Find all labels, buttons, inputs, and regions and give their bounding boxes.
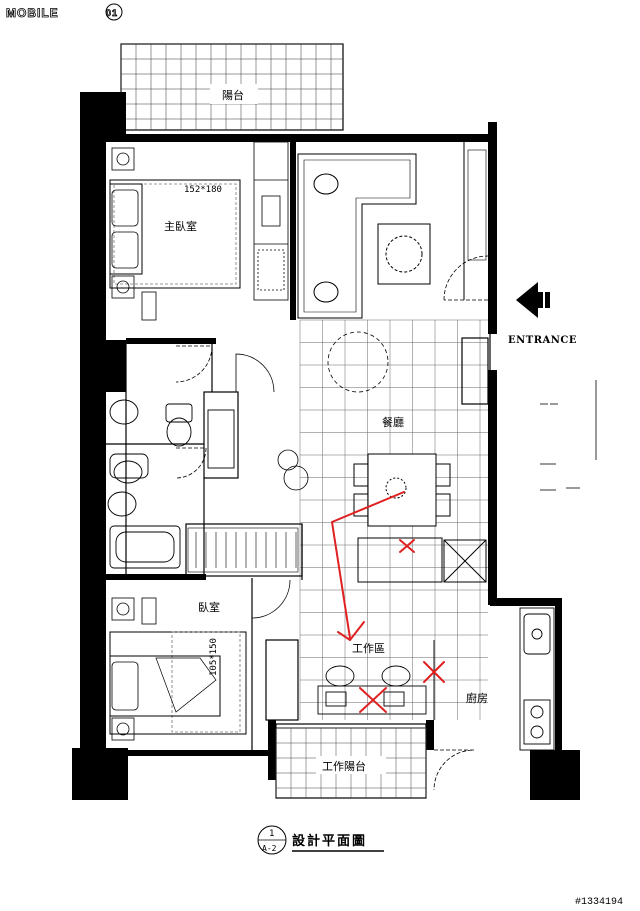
pillow-icon [111, 231, 139, 269]
toilet-icon [113, 460, 143, 484]
title-sheet: A-2 [262, 844, 277, 853]
chair-icon [381, 665, 411, 687]
bedroom: 臥室 105*150 [109, 597, 247, 741]
coffee-table [377, 223, 431, 285]
work-desk [317, 685, 427, 715]
toilet-icon [166, 417, 192, 447]
drawing-title: 1 A-2 設計平面圖 [257, 825, 384, 855]
chair-icon [325, 665, 355, 687]
title-number: 1 [269, 829, 274, 839]
entrance-label: ENTRANCE [508, 335, 577, 346]
bathtub [109, 525, 181, 569]
red-cross-icon [399, 539, 415, 553]
master-bedroom-label: 主臥室 [164, 219, 197, 233]
lamp-icon [116, 722, 130, 736]
exterior-marks [540, 380, 597, 491]
lamp-icon [116, 152, 130, 166]
tv-cabinet [467, 149, 487, 261]
master-bedroom: 152*180 主臥室 [109, 147, 241, 321]
entrance-arrow-icon [516, 282, 550, 318]
lamp-icon [116, 602, 130, 616]
watermark-suffix: 01 [106, 8, 118, 18]
balcony-top-label: 陽台 [222, 88, 244, 102]
pillow-icon [111, 189, 139, 227]
cushion-icon [313, 173, 339, 195]
bathtub-basin-icon [115, 531, 175, 563]
cushion-icon [313, 281, 339, 303]
burner-icon [530, 705, 544, 719]
work-area [317, 640, 435, 720]
sink-icon [109, 399, 139, 425]
drain-icon [531, 628, 543, 640]
watermark-brand: MOBILE [6, 6, 59, 20]
work-balcony: 工作陽台 [275, 727, 427, 799]
bed-size: 105*150 [209, 638, 219, 676]
image-id: #1334194 [575, 897, 623, 908]
red-path-line [331, 491, 405, 639]
kitchen [519, 607, 555, 751]
nightstand [111, 597, 135, 621]
kitchen-island [357, 537, 443, 583]
balcony-top: 陽台 [120, 43, 344, 131]
entrance-marker: ENTRANCE [508, 282, 577, 346]
lounge-chair [277, 449, 309, 491]
toilet-tank [109, 453, 149, 479]
red-arrow-head-icon [337, 621, 365, 641]
centerpiece-icon [385, 477, 407, 499]
watermark: MOBILE 01 [6, 3, 123, 21]
plant-icon [385, 235, 423, 273]
burner-icon [530, 725, 544, 739]
door-swings [175, 255, 489, 791]
bedroom-label: 臥室 [198, 600, 220, 614]
kitchen-sink-icon [523, 613, 551, 655]
pillow-icon [111, 661, 139, 711]
red-cross-icon [359, 687, 387, 713]
work-balcony-label: 工作陽台 [322, 759, 366, 773]
fridge [443, 539, 487, 583]
wardrobe-master [253, 141, 289, 301]
red-cross-icon [423, 661, 445, 683]
title-text: 設計平面圖 [292, 833, 367, 849]
bed-blanket [155, 657, 217, 713]
nightstand [111, 717, 135, 741]
living-sofa [297, 140, 487, 319]
master-bed-size: 152*180 [184, 185, 222, 195]
stove [523, 699, 551, 745]
walls [72, 92, 580, 800]
toilet-tank [165, 403, 193, 423]
watermark-logo-icon [105, 3, 123, 21]
nightstand [111, 275, 135, 299]
sink-icon [107, 491, 137, 517]
dining-light-icon [327, 331, 389, 393]
nightstand [111, 147, 135, 171]
red-annotations [331, 491, 445, 713]
closet-strip [187, 527, 299, 573]
monitor-icon [325, 691, 347, 707]
dining-label: 餐廳 [382, 415, 404, 429]
dining-set [353, 453, 487, 583]
monitor-icon [383, 691, 405, 707]
work-area-label: 工作區 [352, 642, 385, 655]
lamp-icon [116, 280, 130, 294]
bathrooms [107, 399, 235, 569]
kitchen-label: 廚房 [466, 691, 488, 705]
